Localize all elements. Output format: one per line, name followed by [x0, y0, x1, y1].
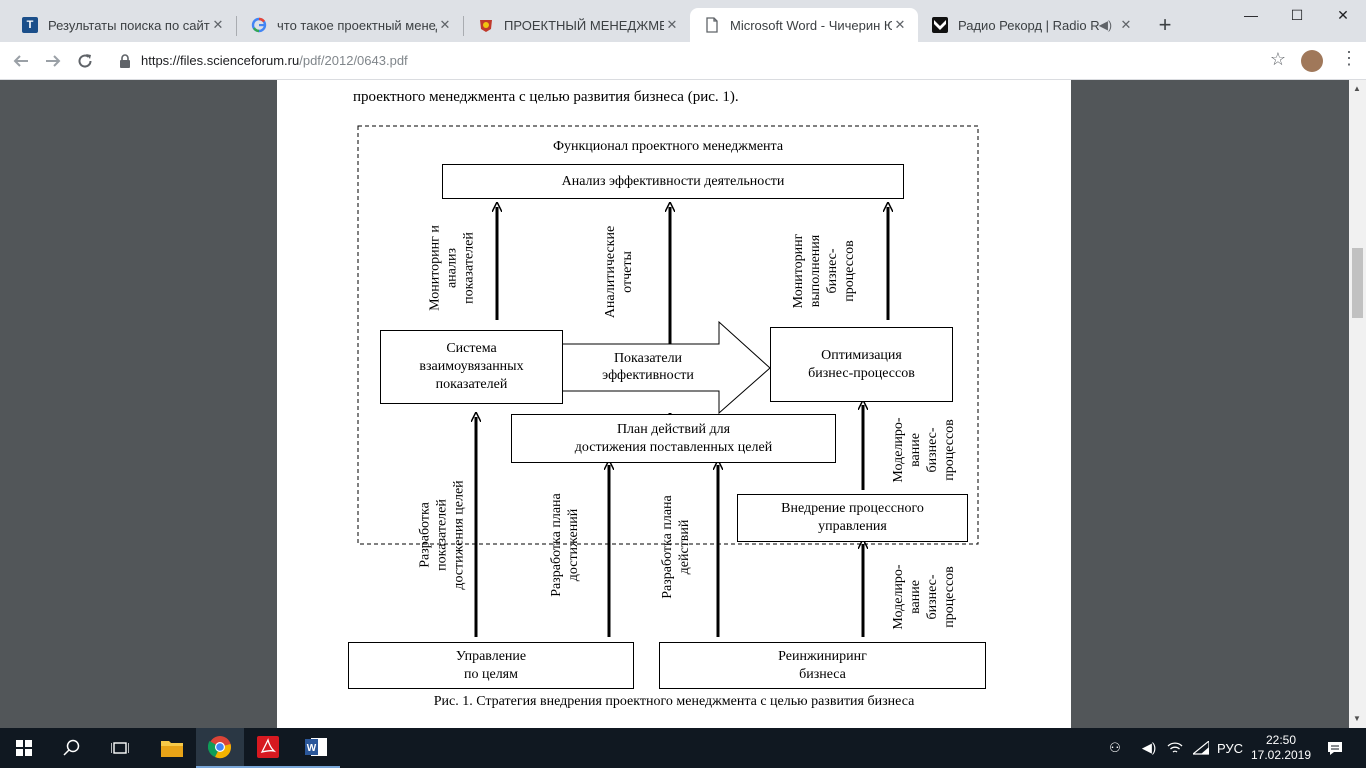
browser-toolbar: https://files.scienceforum.ru/pdf/2012/0…: [0, 42, 1366, 80]
management-by-objectives-box: Управление по целям: [348, 642, 634, 689]
figure-caption: Рис. 1. Стратегия внедрения проектного м…: [433, 694, 915, 709]
monitoring-processes-label: Мониторинг выполнения бизнес- процессов: [791, 233, 857, 309]
volume-icon[interactable]: ◀): [1141, 740, 1157, 755]
close-tab-icon[interactable]: ✕: [894, 17, 906, 32]
tab-title: Microsoft Word - Чичерин Ю: [730, 17, 892, 33]
site-emblem-icon: [478, 17, 494, 33]
lock-icon: [120, 54, 130, 68]
tab-title: что такое проектный менедж: [277, 17, 437, 33]
windows-logo-icon: [16, 740, 32, 756]
url-host: https://files.scienceforum.ru: [141, 53, 300, 68]
forward-button[interactable]: [40, 48, 66, 74]
tab-separator: [236, 16, 237, 36]
tab-3[interactable]: ПРОЕКТНЫЙ МЕНЕДЖМЕНТ: ✕: [464, 8, 690, 42]
analysis-box: Анализ эффективности деятельности: [442, 164, 904, 199]
close-tab-icon[interactable]: ✕: [1120, 17, 1132, 32]
dashed-frame: [357, 125, 979, 545]
url-text: https://files.scienceforum.ru/pdf/2012/0…: [141, 53, 408, 68]
scrollbar-thumb[interactable]: [1352, 248, 1363, 318]
close-tab-icon[interactable]: ✕: [666, 17, 678, 32]
file-explorer-button[interactable]: [148, 728, 196, 768]
taskbar: W ⚇ ◀) РУС 22:50 17.02.2019: [0, 728, 1366, 768]
back-button[interactable]: [8, 48, 34, 74]
intro-text: проектного менеджмента с целью развития …: [353, 89, 739, 105]
plan-achievements-label: Разработка плана достижений: [549, 493, 581, 597]
svg-text:W: W: [307, 743, 317, 754]
forward-arrow-icon: [46, 55, 61, 67]
indicator-system-box: Система взаимоувязанных показателей: [380, 330, 563, 404]
analytical-reports-label: Аналитические отчеты: [603, 225, 635, 319]
task-view-button[interactable]: [96, 728, 144, 768]
acrobat-taskbar-button[interactable]: [244, 728, 292, 768]
plan-actions-label: Разработка плана действий: [660, 495, 692, 599]
address-bar[interactable]: https://files.scienceforum.ru/pdf/2012/0…: [107, 46, 1294, 76]
new-tab-button[interactable]: +: [1158, 12, 1172, 37]
google-icon: [251, 17, 267, 33]
record-icon: [932, 17, 948, 33]
frame-title: Функционал проектного менеджмента: [552, 139, 784, 154]
network-icon[interactable]: [1164, 728, 1186, 768]
targets-development-label: Разработка показателей достижения целей: [417, 480, 467, 590]
wifi-icon[interactable]: [1190, 728, 1212, 768]
tab-5[interactable]: Радио Рекорд | Radio Rec ◀) ✕: [918, 8, 1144, 42]
minimize-button[interactable]: —: [1244, 7, 1258, 23]
word-taskbar-button[interactable]: W: [292, 728, 340, 768]
reload-button[interactable]: [72, 48, 98, 74]
word-icon: W: [305, 738, 327, 756]
monitoring-analysis-label: Мониторинг и анализ показателей: [427, 225, 477, 311]
reengineering-box: Реинжиниринг бизнеса: [659, 642, 986, 689]
clock-date: 17.02.2019: [1250, 748, 1312, 762]
profile-avatar[interactable]: [1301, 50, 1323, 72]
vertical-scrollbar[interactable]: ▲ ▼: [1349, 80, 1366, 728]
tab-separator: [463, 16, 464, 36]
menu-dots-icon[interactable]: ⋮: [1340, 48, 1358, 68]
pdf-page: проектного менеджмента с целью развития …: [277, 80, 1071, 728]
chrome-taskbar-button[interactable]: [196, 728, 244, 768]
modeling-upper-label: Моделиро- вание бизнес- процессов: [891, 417, 957, 483]
search-icon: [63, 739, 80, 756]
maximize-button[interactable]: ☐: [1290, 6, 1304, 23]
task-view-icon: [111, 742, 129, 754]
action-plan-box: План действий для достижения поставленны…: [511, 414, 836, 463]
clock-time: 22:50: [1265, 733, 1297, 747]
performance-indicators-label: Показатели эффективности: [602, 351, 694, 383]
tab-title: Радио Рекорд | Radio Rec: [958, 17, 1099, 33]
process-management-box: Внедрение процессного управления: [737, 494, 968, 542]
reload-icon: [78, 54, 92, 68]
tab-title: ПРОЕКТНЫЙ МЕНЕДЖМЕНТ:: [504, 17, 664, 33]
document-icon: [704, 17, 720, 33]
notifications-icon[interactable]: [1320, 728, 1350, 768]
pdf-reader-icon: [257, 736, 279, 758]
people-icon[interactable]: ⚇: [1109, 740, 1121, 755]
tab-title: Результаты поиска по сайту -: [48, 17, 210, 33]
modeling-lower-label: Моделиро- вание бизнес- процессов: [891, 564, 957, 630]
language-indicator[interactable]: РУС: [1216, 740, 1244, 756]
search-button[interactable]: [48, 728, 96, 768]
tab-1[interactable]: T Результаты поиска по сайту - ✕: [8, 8, 236, 42]
clock[interactable]: 22:50 17.02.2019: [1250, 728, 1312, 768]
start-button[interactable]: [0, 728, 48, 768]
figure-diagram: [357, 125, 979, 637]
bookmark-star-icon[interactable]: ☆: [1269, 49, 1286, 69]
close-window-button[interactable]: ✕: [1337, 6, 1349, 23]
optimization-box: Оптимизация бизнес-процессов: [770, 327, 953, 402]
folder-icon: [161, 741, 183, 757]
close-tab-icon[interactable]: ✕: [212, 17, 224, 32]
back-arrow-icon: [13, 55, 28, 67]
tab-2[interactable]: что такое проектный менедж ✕: [237, 8, 463, 42]
close-tab-icon[interactable]: ✕: [439, 17, 451, 32]
scroll-up-icon[interactable]: ▲: [1353, 84, 1361, 93]
tab-4-active[interactable]: Microsoft Word - Чичерин Ю ✕: [690, 8, 918, 42]
tab-strip: T Результаты поиска по сайту - ✕ что так…: [0, 0, 1366, 42]
chrome-icon: [208, 736, 231, 759]
fat-arrow: [560, 320, 771, 415]
url-path: /pdf/2012/0643.pdf: [299, 53, 408, 68]
pdf-viewer: проектного менеджмента с целью развития …: [0, 80, 1349, 728]
speaker-icon[interactable]: ◀): [1098, 18, 1112, 32]
site-t-icon: T: [22, 17, 38, 33]
scroll-down-icon[interactable]: ▼: [1353, 714, 1361, 723]
